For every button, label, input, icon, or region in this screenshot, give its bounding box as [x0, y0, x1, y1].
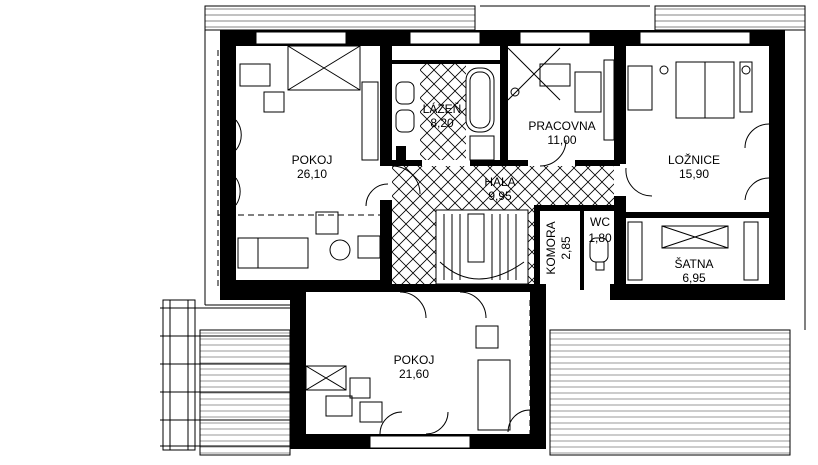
satna-area: 6,95	[682, 271, 706, 285]
loznice-furniture	[627, 61, 753, 119]
staircase	[435, 209, 529, 285]
pokoj-bottom-name: POKOJ	[394, 353, 435, 367]
satna-name: ŠATNA	[674, 256, 713, 271]
pokoj-left-area: 26,10	[297, 167, 327, 181]
hala-name: HALA	[484, 175, 515, 189]
lazen-floor	[420, 64, 466, 160]
pokoj-bottom-furniture	[305, 325, 511, 431]
pokoj-left-furniture	[237, 45, 381, 269]
loznice-name: LOŽNICE	[668, 152, 720, 167]
room-labels: POKOJ 26,10 LÁZEŇ 8,20 PRACOVNA 11,00 LO…	[292, 101, 720, 381]
loznice-area: 15,90	[679, 167, 709, 181]
lazen-area: 8,20	[430, 116, 454, 130]
windows	[255, 31, 751, 449]
wc-name: WC	[590, 215, 610, 229]
bath-fixtures	[395, 67, 495, 161]
komora-area: 2,85	[559, 236, 573, 260]
interior-walls	[236, 46, 770, 296]
pergola	[160, 299, 290, 451]
pracovna-area: 11,00	[547, 133, 576, 147]
hala-area: 9,95	[488, 189, 512, 203]
hala-floor	[392, 166, 614, 206]
doors	[235, 119, 770, 435]
satna-furniture	[627, 221, 759, 281]
pokoj-left-name: POKOJ	[292, 153, 333, 167]
pracovna-name: PRACOVNA	[528, 119, 595, 133]
wc-fixtures	[589, 237, 609, 271]
pracovna-furniture	[507, 47, 615, 141]
komora-name: KOMORA	[544, 221, 558, 274]
wc-area: 1,80	[588, 231, 612, 245]
pokoj-bottom-area: 21,60	[399, 367, 429, 381]
lazen-name: LÁZEŇ	[423, 101, 462, 116]
